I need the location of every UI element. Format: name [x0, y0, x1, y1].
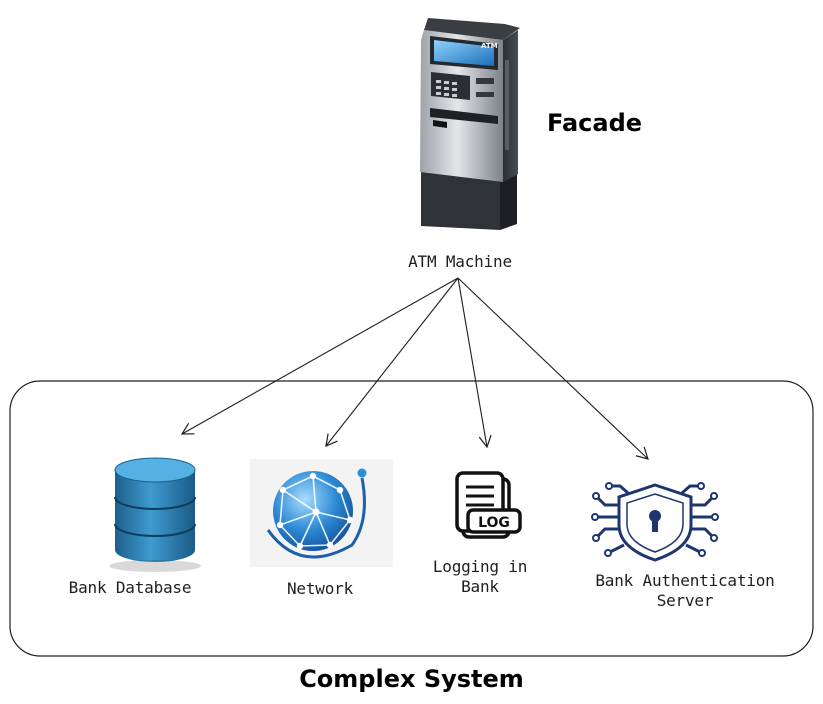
- security-shield-icon: [591, 482, 719, 562]
- complex-system-title: Complex System: [299, 665, 524, 693]
- arrow-to-database: [180, 277, 459, 435]
- arrow-to-auth-server: [457, 277, 649, 460]
- globe-network-icon: [250, 459, 393, 567]
- logging-label: Logging in Bank: [432, 557, 528, 596]
- auth-server-label: Bank Authentication Server: [595, 571, 775, 610]
- facade-arrows: [180, 277, 649, 460]
- atm-machine-label: ATM Machine: [408, 252, 512, 271]
- bank-database-label: Bank Database: [68, 578, 192, 597]
- log-document-icon: LOG: [455, 471, 522, 539]
- atm-machine-icon: ATM: [420, 18, 520, 230]
- database-icon: [109, 457, 201, 572]
- arrow-to-logging: [457, 277, 492, 449]
- log-badge-text: LOG: [478, 515, 510, 531]
- facade-title: Facade: [547, 109, 643, 137]
- complex-system-container: [9, 380, 814, 657]
- arrow-to-network: [325, 277, 459, 447]
- atm-screen-label: ATM: [481, 42, 498, 50]
- network-label: Network: [286, 579, 354, 598]
